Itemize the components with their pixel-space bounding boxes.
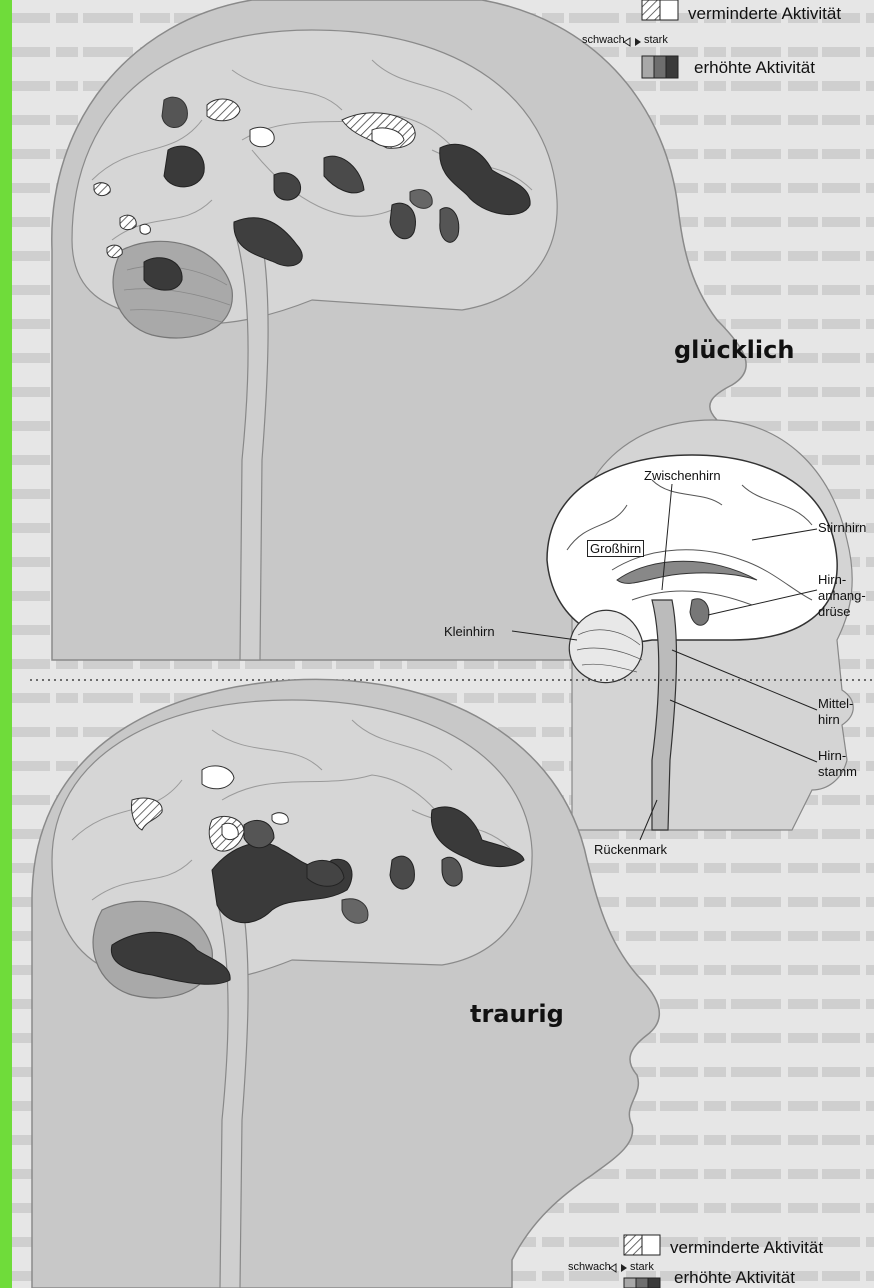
label-brainstem-2: stamm — [818, 764, 857, 779]
legend-top-weak-label: schwach — [582, 34, 625, 46]
legend-bottom-increased-label: erhöhte Aktivität — [674, 1268, 795, 1288]
legend-top-strong-label: stark — [644, 34, 668, 46]
label-cerebellum: Kleinhirn — [444, 624, 495, 639]
legend-bottom-weak-label: schwach — [568, 1261, 611, 1273]
label-pituitary-3: drüse — [818, 604, 851, 619]
label-midbrain-2: hirn — [818, 712, 840, 727]
label-frontal: Stirnhirn — [818, 520, 866, 535]
legend-bottom-decreased-label: verminderte Aktivität — [670, 1238, 823, 1258]
label-pituitary-2: anhang- — [818, 588, 866, 603]
label-cerebrum: Großhirn — [587, 540, 644, 557]
legend-bottom-increased-swatch — [624, 1278, 636, 1288]
label-brainstem-1: Hirn- — [818, 748, 846, 763]
figure-frame: glücklich traurig verminderte Aktivität … — [12, 0, 874, 1288]
legend-bottom-strong-label: stark — [630, 1261, 654, 1273]
sad-title: traurig — [470, 1000, 564, 1028]
label-diencephalon: Zwischenhirn — [644, 468, 721, 483]
legend-top-decreased-label: verminderte Aktivität — [688, 4, 841, 24]
label-pituitary-1: Hirn- — [818, 572, 846, 587]
label-midbrain-1: Mittel- — [818, 696, 853, 711]
figure-svg — [12, 0, 874, 1288]
legend-top-increased-swatch — [642, 56, 654, 78]
anatomy-cerebellum — [569, 610, 642, 682]
happy-title: glücklich — [674, 336, 794, 364]
legend-top-increased-label: erhöhte Aktivität — [694, 58, 815, 78]
label-spinal-cord: Rückenmark — [594, 842, 667, 857]
